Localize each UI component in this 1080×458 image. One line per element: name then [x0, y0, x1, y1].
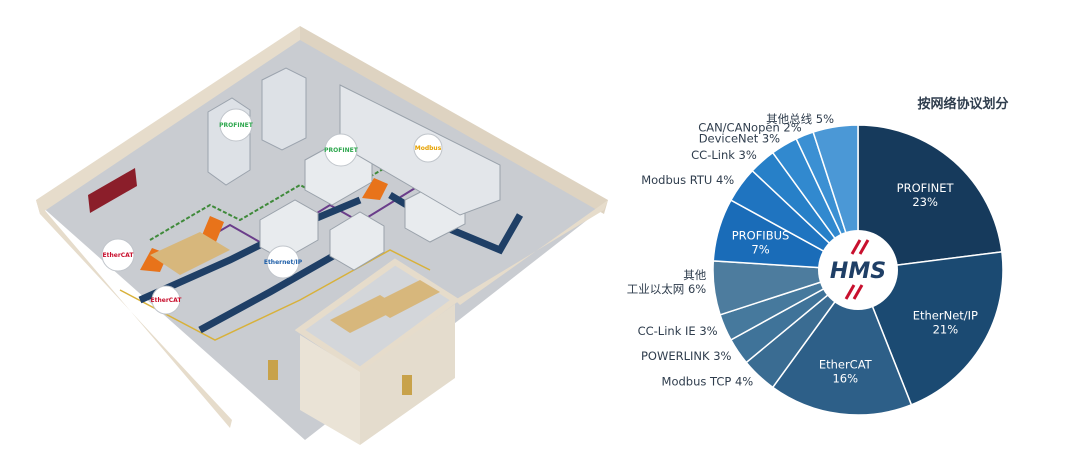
- factory-floor: [40, 32, 600, 440]
- badge-ethercat-1: EtherCAT: [101, 238, 135, 272]
- slice-label: 其他总线 5%: [766, 112, 834, 126]
- door: [402, 375, 412, 395]
- svg-text:Modbus: Modbus: [415, 145, 442, 152]
- pie-slice: [857, 124, 1003, 271]
- slice-label: POWERLINK 3%: [641, 349, 732, 363]
- factory-wall-right: [300, 26, 608, 214]
- slice-label: CC-Link 3%: [691, 148, 757, 162]
- hms-logo-text: HMS: [830, 259, 886, 284]
- hms-logo: HMS: [818, 230, 898, 310]
- slice-label: EtherCAT: [819, 358, 873, 372]
- badge-ethernetip: Ethernet/IP: [264, 245, 303, 279]
- slice-label: PROFINET: [897, 181, 955, 195]
- slice-label: Modbus TCP 4%: [662, 375, 754, 389]
- slice-label: PROFIBUS: [732, 229, 790, 243]
- slice-label: 工业以太网 6%: [627, 282, 706, 296]
- chart-title: 按网络协议划分: [917, 96, 1008, 112]
- svg-text:PROFINET: PROFINET: [219, 122, 254, 129]
- badge-modbus: Modbus: [413, 133, 443, 163]
- slice-percent: 16%: [832, 372, 858, 386]
- machine: [329, 211, 385, 271]
- cable-yellow: [119, 249, 431, 341]
- door: [268, 360, 278, 380]
- red-panel: [88, 168, 137, 213]
- badge-ethercat-2: EtherCAT: [151, 285, 183, 315]
- pie-slice: [856, 250, 1004, 406]
- pie-slice: [771, 268, 913, 416]
- office-box-front: [360, 304, 455, 445]
- storage-rack: [261, 67, 307, 151]
- factory-illustration: EtherCAT EtherCAT Ethernet/IP PROFINET P…: [36, 26, 608, 445]
- slice-label: Modbus RTU 4%: [641, 173, 734, 187]
- slice-percent: 7%: [751, 243, 769, 257]
- slice-percent: 21%: [933, 323, 959, 337]
- svg-text:PROFINET: PROFINET: [324, 147, 359, 154]
- workbench: [150, 232, 230, 275]
- factory-wall-front-right: [455, 200, 608, 305]
- slice-percent: 23%: [912, 195, 938, 209]
- robot-arm: [200, 216, 224, 242]
- workbench: [370, 280, 440, 318]
- badge-profinet-2: PROFINET: [324, 133, 359, 167]
- robot-arm: [362, 178, 388, 200]
- office-box: [300, 335, 360, 445]
- slice-label: 其他: [683, 268, 706, 282]
- svg-text:EtherCAT: EtherCAT: [103, 252, 135, 259]
- machine: [259, 199, 319, 261]
- slice-label: DeviceNet 3%: [699, 131, 780, 145]
- slice-label: CAN/CANopen 2%: [698, 121, 802, 135]
- svg-text:Ethernet/IP: Ethernet/IP: [264, 259, 303, 266]
- svg-text:EtherCAT: EtherCAT: [151, 297, 183, 304]
- factory-wall-left: [36, 26, 300, 214]
- pie-slices: [712, 124, 1004, 416]
- slice-label: CC-Link IE 3%: [638, 324, 718, 338]
- slice-label: EtherNet/IP: [913, 309, 978, 323]
- badge-profinet-1: PROFINET: [219, 108, 254, 142]
- factory-wall-front-left: [36, 200, 232, 428]
